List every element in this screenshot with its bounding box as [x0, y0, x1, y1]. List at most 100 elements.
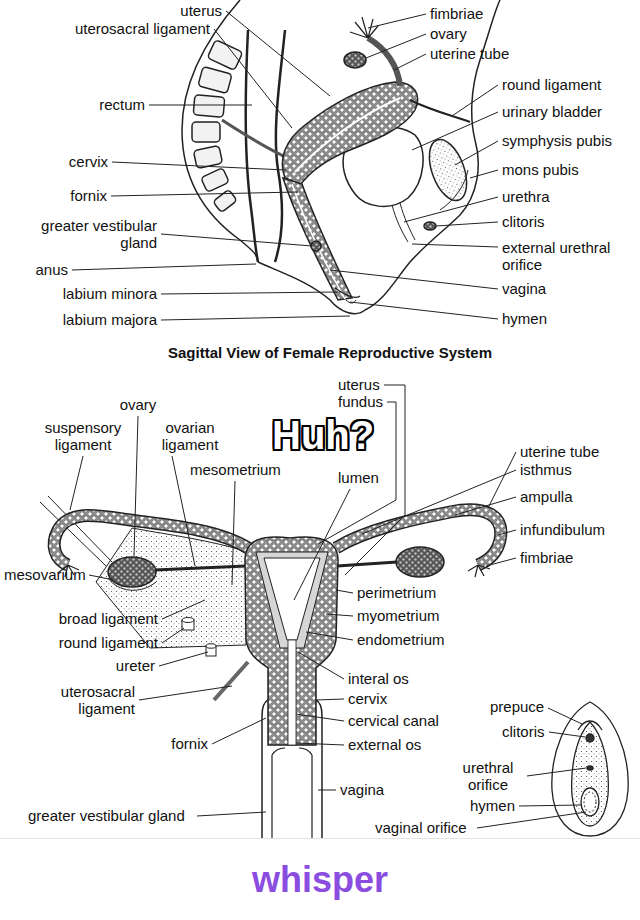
part-label: greater vestibular gland	[28, 807, 185, 824]
vulva-inset-part	[552, 702, 628, 836]
sagittal-figure-part	[311, 241, 321, 251]
part-label: mesovarium	[4, 566, 86, 583]
part-label: labium majora	[63, 311, 157, 328]
sagittal-figure-part	[282, 82, 417, 185]
leader-lines-part	[477, 812, 586, 828]
leader-lines-part	[336, 590, 353, 593]
leader-lines-part	[527, 768, 586, 776]
part-label: ovary	[430, 25, 467, 42]
leader-lines-part	[212, 718, 266, 744]
part-label: ovarian ligament	[150, 419, 230, 454]
leader-lines-part	[161, 316, 350, 320]
watermark: whisper	[252, 862, 388, 898]
part-label: labium minora	[63, 285, 157, 302]
frontal-figure-part	[108, 557, 156, 587]
leader-lines-part	[149, 105, 252, 106]
leader-lines-part	[436, 222, 498, 226]
part-label: hymen	[470, 797, 515, 814]
part-label: ampulla	[520, 488, 573, 505]
part-label: urethra	[502, 188, 550, 205]
leader-lines-part	[519, 805, 581, 806]
leader-lines-part	[549, 732, 585, 737]
sagittal-figure-part	[198, 66, 232, 93]
sagittal-figure-part	[350, 17, 378, 38]
part-label: fornix	[70, 187, 107, 204]
sagittal-figure-part	[422, 134, 474, 205]
vulva-inset-part	[581, 788, 599, 816]
part-label: symphysis pubis	[502, 132, 612, 149]
part-label: rectum	[99, 96, 145, 113]
part-label: anus	[35, 261, 68, 278]
part-label: suspensory ligament	[28, 419, 138, 454]
sagittal-figure-part	[246, 30, 258, 262]
part-label: greater vestibular gland	[12, 217, 157, 252]
vulva-inset	[552, 702, 628, 836]
part-label: external os	[348, 736, 421, 753]
leader-lines-part	[89, 575, 114, 580]
leader-lines-part	[298, 652, 344, 679]
leader-lines-part	[296, 743, 344, 745]
leader-lines-part	[455, 497, 516, 515]
app-footer-part	[0, 838, 640, 839]
frontal-figure	[40, 496, 501, 845]
frontal-figure-part	[264, 558, 320, 640]
leader-lines-part	[111, 192, 298, 196]
frontal-figure-part	[182, 618, 194, 623]
sagittal-figure-part	[292, 184, 345, 299]
part-label: uterosacral ligament	[75, 20, 210, 37]
part-label: uterine tube	[520, 443, 599, 460]
sagittal-figure-part	[192, 122, 220, 142]
vulva-inset-part	[578, 721, 602, 730]
vulva-inset-part	[587, 766, 593, 770]
frontal-figure-part	[299, 748, 312, 845]
sagittal-figure-part	[275, 30, 285, 262]
leader-lines-part	[161, 234, 312, 246]
sagittal-figure-part	[258, 262, 365, 314]
frontal-figure-part	[54, 516, 248, 565]
frontal-figure-part	[206, 644, 216, 648]
leader-lines-part	[368, 14, 426, 28]
vulva-inset-part	[572, 722, 609, 826]
leader-lines-part	[162, 600, 205, 619]
part-label: fundus	[338, 393, 383, 410]
sagittal-figure-part	[392, 205, 408, 242]
frontal-figure-part	[396, 547, 444, 577]
part-label: uterosacral ligament	[35, 683, 135, 718]
leader-lines-part	[486, 558, 516, 566]
leader-lines-part	[326, 614, 353, 616]
part-label: uterus	[338, 376, 380, 393]
sagittal-figure-part	[283, 178, 352, 300]
part-label: cervix	[69, 153, 108, 170]
frontal-figure-part	[214, 662, 248, 700]
frontal-figure-part	[468, 565, 490, 577]
part-label: endometrium	[357, 631, 445, 648]
leader-lines-part	[316, 699, 344, 700]
vulva-inset-part	[586, 734, 594, 742]
sagittal-figure-part	[222, 120, 292, 160]
part-label: perimetrium	[357, 584, 436, 601]
sagittal-figure-part	[368, 38, 400, 86]
part-label: mons pubis	[502, 161, 579, 178]
part-label: round ligament	[502, 76, 601, 93]
leader-lines-part	[162, 628, 184, 643]
part-label: cervical canal	[348, 712, 439, 729]
leader-lines-part	[318, 790, 336, 791]
frontal-figure-part	[262, 700, 268, 845]
leader-lines-part	[470, 170, 498, 178]
part-label: vaginal orifice	[375, 819, 467, 836]
sagittal-figure-part	[193, 95, 225, 118]
part-label: fornix	[171, 735, 208, 752]
part-label: clitoris	[502, 723, 545, 740]
leader-lines-part	[452, 85, 498, 116]
leader-lines-part	[197, 812, 266, 816]
leader-lines-part	[139, 686, 232, 700]
leader-lines-part	[350, 302, 498, 319]
sagittal-figure-part	[201, 168, 230, 193]
sagittal-figure-part	[213, 189, 237, 212]
part-label: hymen	[502, 310, 547, 327]
leader-lines-part	[161, 292, 338, 294]
frontal-figure-part	[316, 700, 322, 845]
sagittal-figure-part	[335, 288, 360, 297]
sagittal-figure-part	[440, 170, 468, 210]
leader-lines-part	[296, 714, 344, 721]
